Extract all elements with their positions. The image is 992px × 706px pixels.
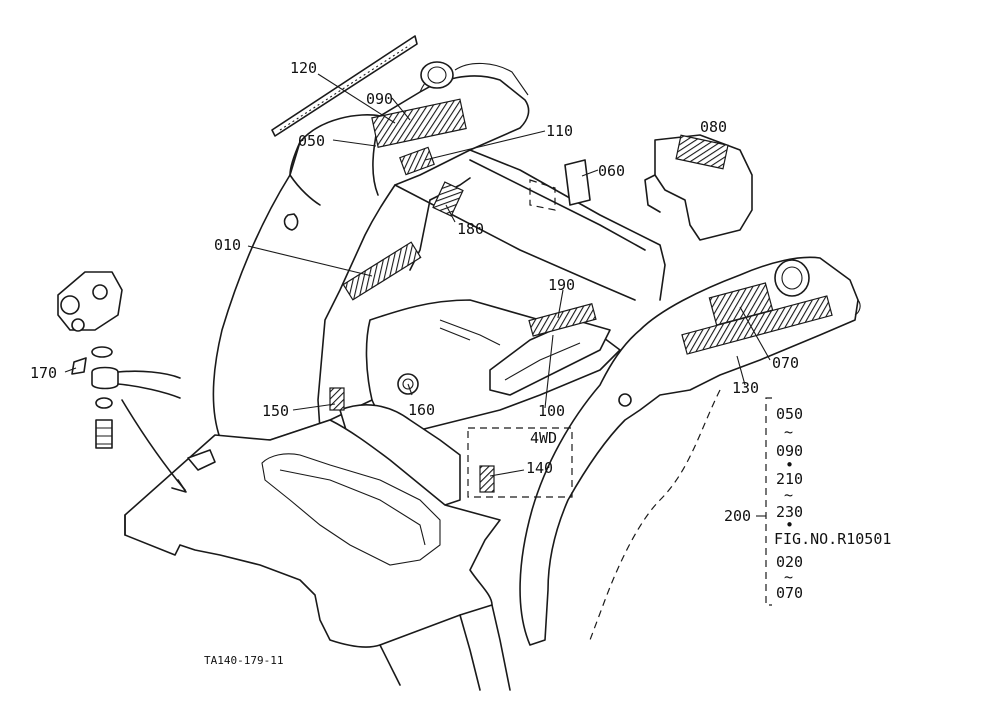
- ref-mark-5: ~: [784, 568, 793, 586]
- ref-entry-2: 090: [776, 442, 803, 460]
- ref-mark-3: ~: [784, 486, 793, 504]
- decal-180: [432, 181, 464, 217]
- label-160: 160: [408, 401, 435, 419]
- ref-entry-5: FIG.NO.R10501: [774, 530, 891, 548]
- decal-090: [371, 98, 467, 148]
- decal-140: [479, 465, 495, 493]
- cover-part-080: [644, 134, 753, 241]
- ref-mark-2: •: [785, 456, 794, 474]
- decal-190: [528, 302, 597, 337]
- left-fender-platform: [212, 61, 530, 441]
- step-floor: [124, 419, 511, 691]
- ref-mark-1: ~: [784, 423, 793, 441]
- label-070: 070: [772, 354, 799, 372]
- center-console: [269, 149, 666, 506]
- label-110: 110: [546, 122, 573, 140]
- label-4wd: 4WD: [530, 429, 557, 447]
- bracket-part-060: [529, 159, 591, 211]
- label-170: 170: [30, 364, 57, 382]
- ref-entry-1: 050: [776, 405, 803, 423]
- label-140: 140: [526, 459, 553, 477]
- decal-150: [329, 387, 345, 411]
- label-180: 180: [457, 220, 484, 238]
- part-labels: 120 090 050 110 080 060 180 010 190 070 …: [30, 59, 799, 477]
- strip-part-120: [271, 35, 418, 137]
- label-060: 060: [598, 162, 625, 180]
- label-130: 130: [732, 379, 759, 397]
- ref-mark-4: •: [785, 516, 794, 534]
- group-number: 200: [724, 507, 751, 525]
- ref-entry-4: 230: [776, 503, 803, 521]
- label-010: 010: [214, 236, 241, 254]
- label-050: 050: [298, 132, 325, 150]
- decal-110: [399, 146, 435, 176]
- ref-entry-7: 070: [776, 584, 803, 602]
- ref-entry-6: 020: [776, 553, 803, 571]
- figure-code: TA140-179-11: [204, 654, 283, 667]
- label-120: 120: [290, 59, 317, 77]
- decal-130: [681, 295, 833, 355]
- leader-lines: [64, 73, 771, 477]
- reference-group-200: 200 050 ~ 090 • 210 ~ 230 • FIG.NO.R1050…: [724, 397, 891, 606]
- label-090: 090: [366, 90, 393, 108]
- valve-assembly-170: [57, 271, 181, 449]
- label-190: 190: [548, 276, 575, 294]
- label-150: 150: [262, 402, 289, 420]
- label-100: 100: [538, 402, 565, 420]
- ref-entry-3: 210: [776, 470, 803, 488]
- decal-010: [342, 241, 422, 301]
- assembly-arrow: [121, 399, 186, 491]
- arrow-head: [171, 479, 187, 493]
- decal-080: [675, 134, 729, 170]
- 4wd-option-box: [467, 427, 573, 498]
- label-080: 080: [700, 118, 727, 136]
